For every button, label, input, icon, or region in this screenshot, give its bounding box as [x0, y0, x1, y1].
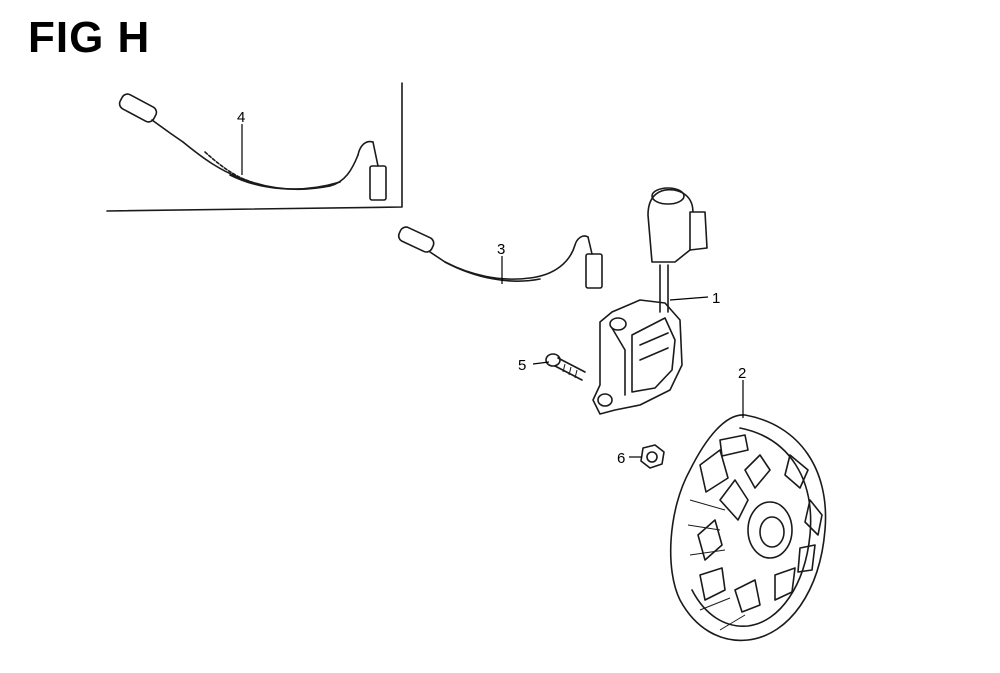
leader-1: [669, 296, 709, 301]
part-5-bolt: [545, 353, 586, 381]
leader-lines: [241, 124, 744, 458]
part-4-wire-harness: [118, 93, 387, 201]
inset-frame: [106, 82, 403, 212]
part-1-ignition-coil: [592, 187, 708, 415]
callout-4: 4: [237, 109, 245, 126]
figure-title: FIG H: [28, 13, 151, 62]
callout-1: 1: [712, 290, 720, 307]
callout-5: 5: [518, 357, 526, 374]
part-3-wire: [397, 226, 603, 289]
part-2-flywheel: [669, 414, 827, 642]
callout-2: 2: [738, 365, 746, 382]
callout-6: 6: [617, 450, 625, 467]
callout-labels: 1 2 3 4 5 6: [237, 109, 746, 467]
callout-3: 3: [497, 241, 505, 258]
leader-5: [532, 361, 550, 365]
part-6-nut: [640, 444, 665, 469]
